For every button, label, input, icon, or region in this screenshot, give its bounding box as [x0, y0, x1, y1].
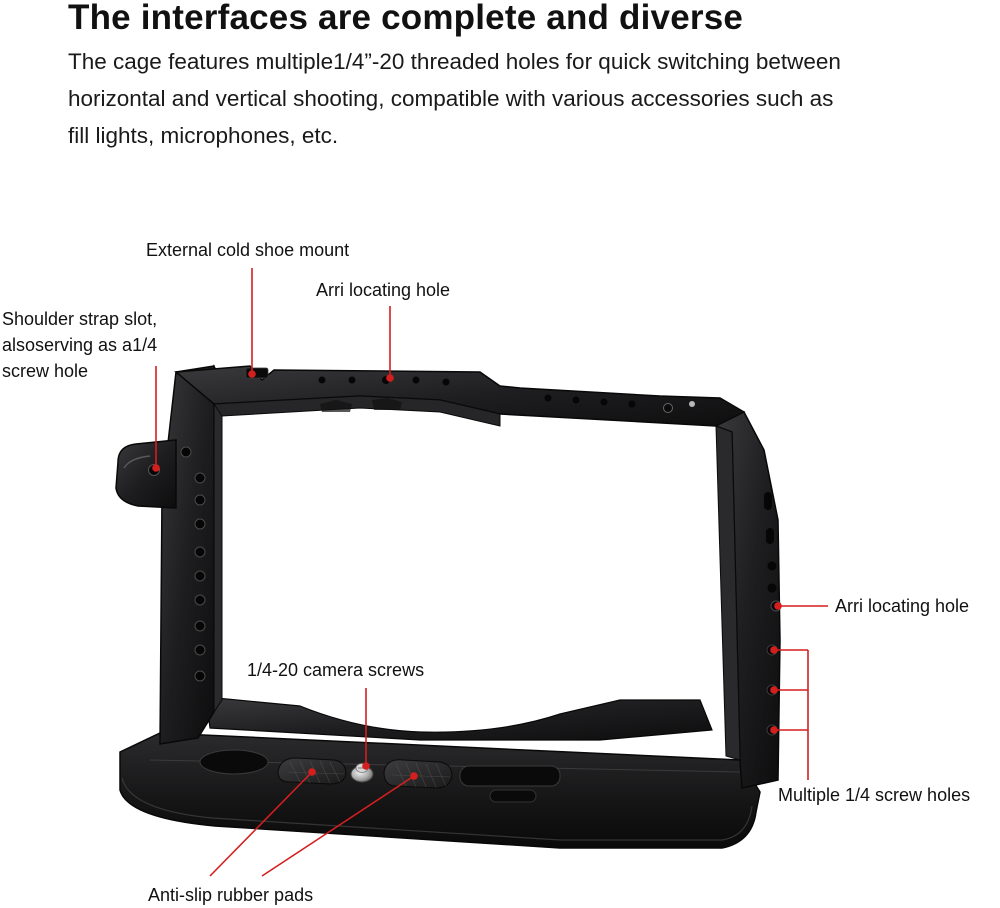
cage-left-side [159, 365, 215, 745]
callout-line: Shoulder strap slot, [2, 309, 158, 329]
top-holes [318, 376, 695, 413]
shoulder-strap-bracket [115, 439, 177, 509]
callout-camera-screws: 1/4-20 camera screws [247, 660, 425, 680]
leader-rubber-pads [209, 768, 418, 877]
rubber-pad-right [383, 759, 453, 789]
description-line: The cage features multiple1/4”-20 thread… [68, 49, 841, 74]
callout-cold-shoe: External cold shoe mount [146, 240, 350, 260]
description-line: horizontal and vertical shooting, compat… [68, 86, 834, 111]
page-title: The interfaces are complete and diverse [68, 0, 744, 37]
leader-lines [152, 268, 828, 877]
callout-arri-side: Arri locating hole [835, 596, 970, 616]
description-line: fill lights, microphones, etc. [68, 123, 339, 148]
callout-arri-top: Arri locating hole [316, 280, 451, 300]
callout-multi-screw-holes: Multiple 1/4 screw holes [778, 785, 971, 805]
cage-bottom-rail [205, 696, 713, 741]
left-side-holes [180, 446, 206, 682]
callout-line: screw hole [2, 361, 89, 381]
callout-shoulder-strap: Shoulder strap slot, alsoserving as a1/4… [2, 306, 157, 384]
description: The cage features multiple1/4”-20 thread… [68, 43, 968, 154]
cage-base-plate [119, 732, 761, 849]
callout-rubber-pads: Anti-slip rubber pads [148, 885, 314, 905]
callout-line: alsoserving as a1/4 [2, 335, 158, 355]
leader-multi-holes [770, 646, 809, 780]
